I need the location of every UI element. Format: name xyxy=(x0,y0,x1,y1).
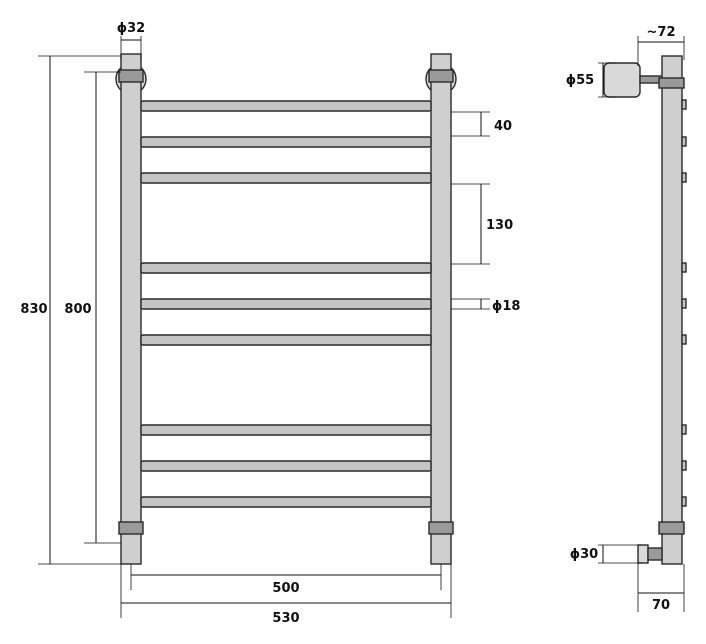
rail-bar xyxy=(140,172,432,184)
dim-bar-gap-small: 40 xyxy=(494,119,512,134)
dim-total-height: 830 xyxy=(20,302,47,317)
side-bar-nub xyxy=(681,99,687,110)
dim-bottom-depth: 70 xyxy=(652,598,670,613)
side-bar-nub xyxy=(681,136,687,147)
side-collar-top xyxy=(658,77,685,89)
post-right xyxy=(430,53,452,565)
dim-total-width: 530 xyxy=(272,611,299,626)
rail-bar xyxy=(140,424,432,436)
dim-bar-diameter: ϕ18 xyxy=(492,299,520,314)
collar-bottom-right xyxy=(428,521,454,535)
side-bar-nub xyxy=(681,172,687,183)
collar-top-right xyxy=(428,69,454,83)
rail-bar xyxy=(140,334,432,346)
front-view xyxy=(115,53,457,565)
dim-bottom-diameter: ϕ30 xyxy=(570,547,598,562)
side-bar-nub xyxy=(681,262,687,273)
side-bar-nub xyxy=(681,298,687,309)
dim-top-depth: ~72 xyxy=(647,25,676,40)
side-bar-nub xyxy=(681,334,687,345)
collar-bottom-left xyxy=(118,521,144,535)
rail-bar xyxy=(140,262,432,274)
rail-bar xyxy=(140,100,432,112)
side-bar-nub xyxy=(681,496,687,507)
front-dimensions: ϕ32 830 800 40 130 ϕ18 500 xyxy=(20,21,520,626)
dim-post-diameter: ϕ32 xyxy=(117,21,145,36)
side-dimensions: ~72 ϕ55 ϕ30 70 xyxy=(566,25,685,613)
rail-bar xyxy=(140,136,432,148)
rail-bar xyxy=(140,496,432,508)
post-left xyxy=(120,53,142,565)
collar-top-left xyxy=(118,69,144,83)
side-post xyxy=(661,55,683,565)
side-bar-nub xyxy=(681,424,687,435)
rail-bar xyxy=(140,298,432,310)
side-bottom-stem xyxy=(647,547,663,561)
side-bottom-connector xyxy=(637,544,649,564)
dim-center-height: 800 xyxy=(64,302,91,317)
dim-bar-gap-large: 130 xyxy=(486,218,513,233)
dim-mount-diameter: ϕ55 xyxy=(566,73,594,88)
rail-bar xyxy=(140,460,432,472)
side-collar-bottom xyxy=(658,521,685,535)
side-mount xyxy=(603,62,641,98)
side-bar-nub xyxy=(681,460,687,471)
dim-center-width: 500 xyxy=(272,581,299,596)
side-view xyxy=(603,55,687,565)
